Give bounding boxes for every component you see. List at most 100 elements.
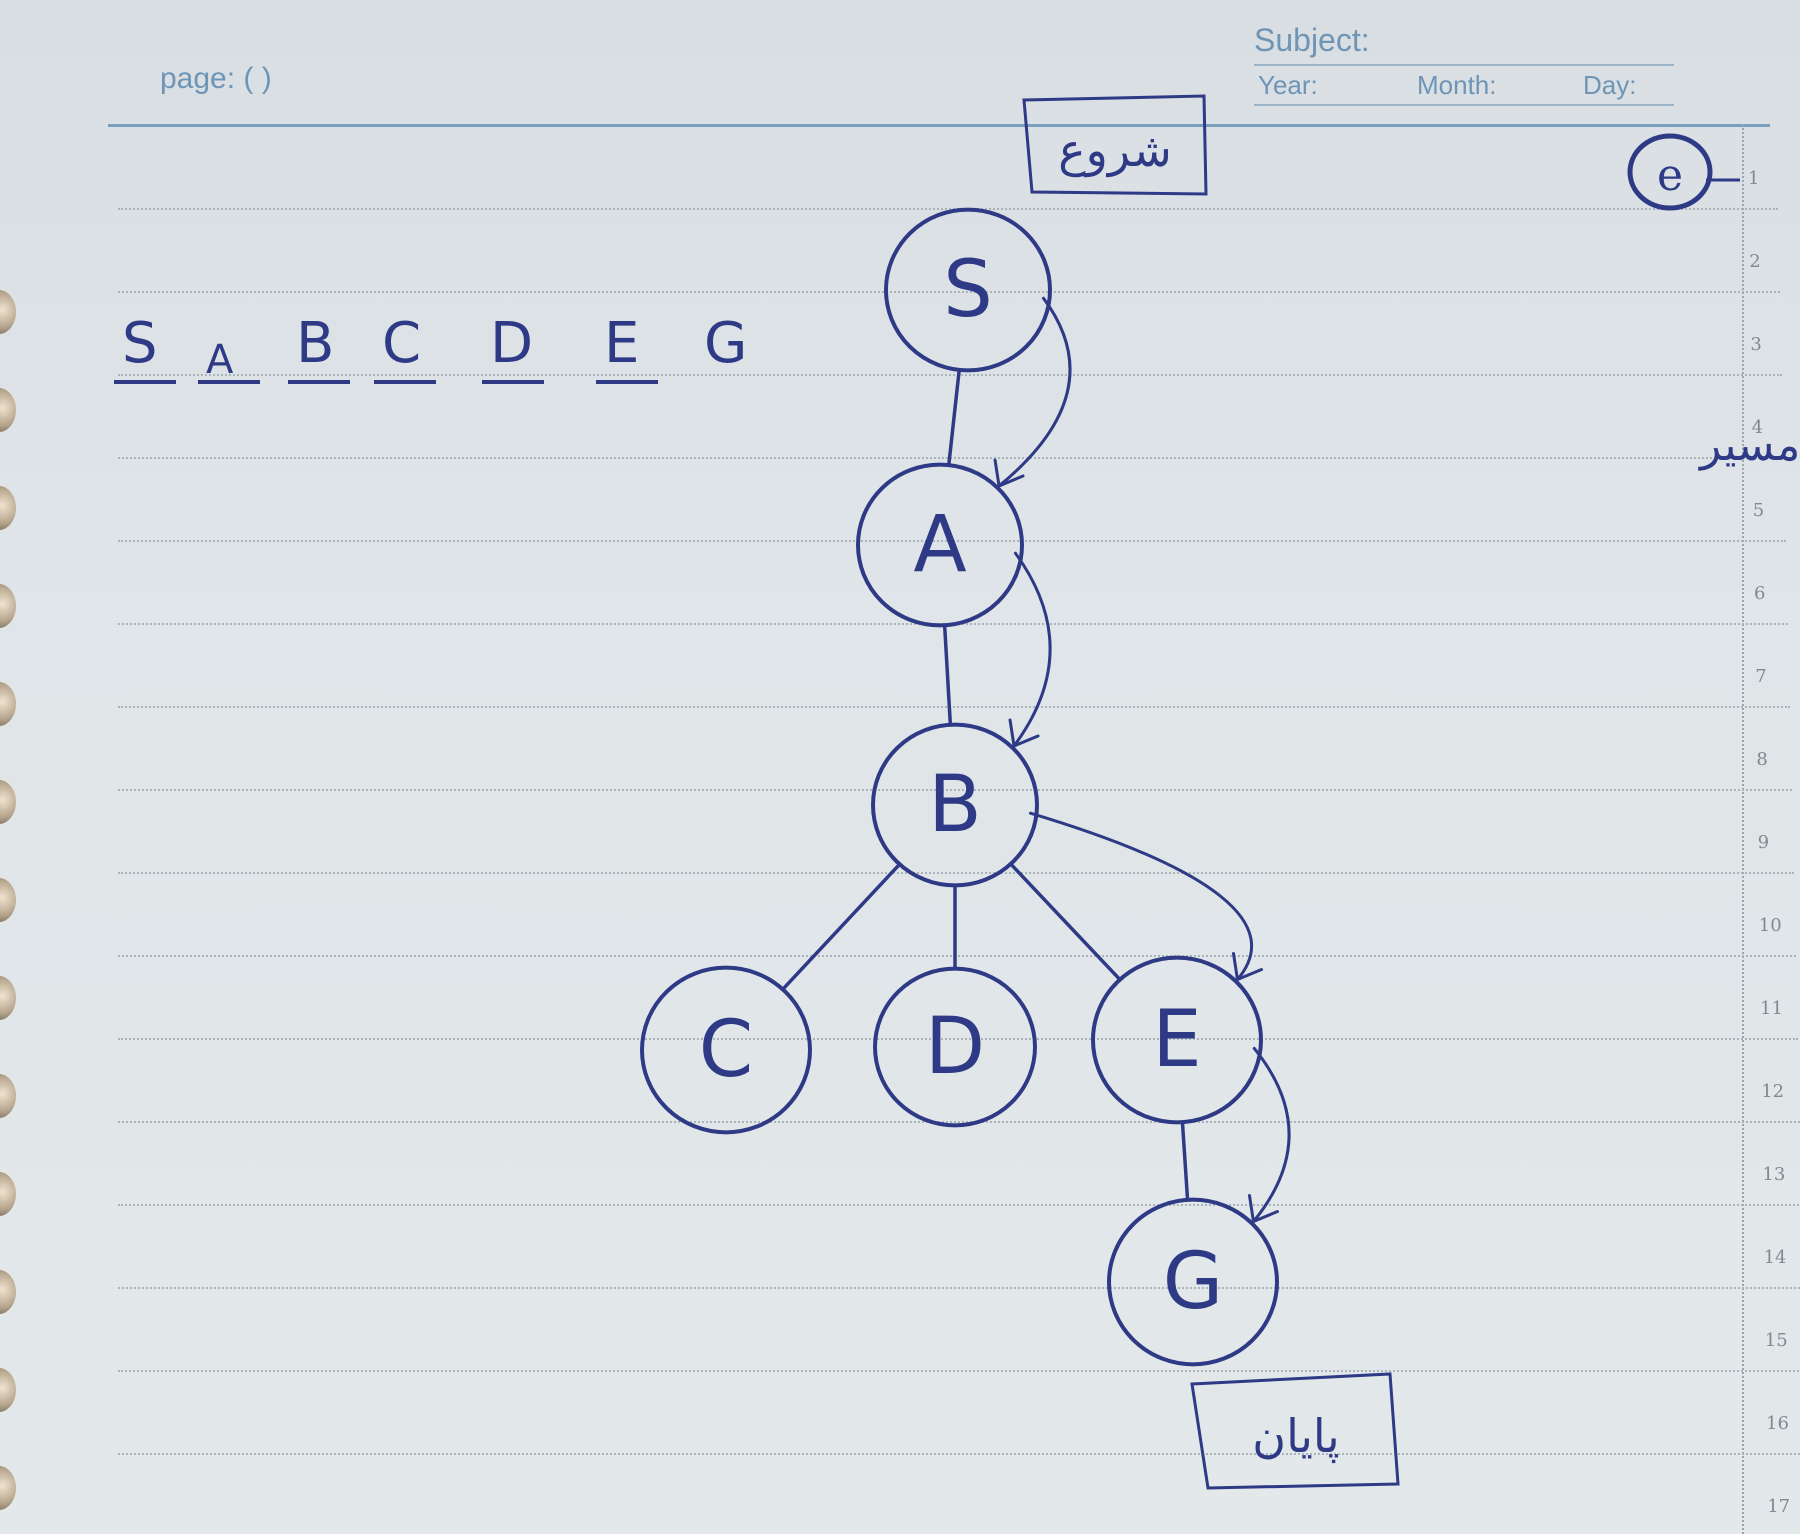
spiral-ring — [0, 976, 16, 1020]
ruled-line — [118, 374, 1782, 376]
line-number: 2 — [1749, 251, 1761, 272]
sequence-underline — [288, 380, 350, 384]
sequence-letter: E — [604, 311, 640, 376]
ruled-line — [118, 1370, 1800, 1372]
page-label: page: ( ) — [160, 62, 272, 95]
tree-edge — [942, 625, 953, 725]
ruled-line — [118, 1453, 1800, 1455]
spiral-ring — [0, 682, 16, 726]
sequence-letter: C — [382, 311, 422, 376]
ruled-line — [118, 208, 1778, 210]
ruled-line — [118, 291, 1780, 293]
tree-node-g: G — [1107, 1197, 1279, 1367]
tree-node-d: D — [873, 966, 1037, 1128]
ruled-line — [118, 706, 1790, 708]
node-label: A — [913, 500, 966, 590]
year-label: Year: — [1258, 70, 1318, 100]
ruled-line — [118, 540, 1786, 542]
line-number: 17 — [1767, 1496, 1791, 1517]
end-box: پایان — [1190, 1372, 1400, 1490]
spiral-ring — [0, 1466, 16, 1510]
line-number: 11 — [1760, 998, 1783, 1019]
sequence-underline — [114, 380, 176, 384]
month-label: Month: — [1417, 70, 1497, 100]
node-circle — [871, 722, 1039, 888]
line-number: 6 — [1754, 583, 1766, 604]
path-count-note: تعداد مسیر: یک مسیر — [1698, 420, 1800, 471]
tree-node-c: C — [640, 965, 812, 1135]
tree-node-a: A — [856, 462, 1024, 628]
path-count-text: تعداد مسیر: یک مسیر — [1698, 420, 1800, 471]
subject-label: Subject: — [1254, 22, 1370, 58]
tree-nodes: S A B C D E G — [640, 207, 1279, 1367]
traversal-arrow — [997, 296, 1072, 488]
line-number: 12 — [1761, 1081, 1785, 1102]
start-box: شروع — [1022, 94, 1208, 196]
spiral-ring — [0, 388, 16, 432]
line-number: 16 — [1766, 1413, 1789, 1434]
node-label: B — [928, 760, 982, 850]
tree-edge — [781, 863, 901, 991]
sequence-underline — [374, 380, 436, 384]
ruled-line — [118, 872, 1794, 874]
tree-node-b: B — [871, 722, 1039, 888]
line-number: 15 — [1764, 1330, 1788, 1351]
tree-edges — [781, 369, 1190, 1200]
node-label: S — [943, 245, 993, 335]
ruled-line — [118, 955, 1796, 957]
line-number: 7 — [1755, 666, 1767, 687]
tree-edge — [1180, 1122, 1190, 1200]
line-number: 14 — [1763, 1247, 1787, 1268]
spiral-ring — [0, 486, 16, 530]
line-number: 3 — [1750, 334, 1762, 355]
spiral-ring — [0, 1270, 16, 1314]
spiral-ring — [0, 878, 16, 922]
tree-node-e: E — [1091, 955, 1263, 1125]
sequence-letter: G — [704, 311, 748, 376]
end-label: پایان — [1252, 1409, 1339, 1464]
spiral-ring — [0, 1074, 16, 1118]
traversal-arrowhead — [1231, 952, 1263, 982]
tree-edge — [1009, 862, 1122, 981]
traversal-arrow — [1012, 551, 1052, 748]
node-circle — [1107, 1197, 1279, 1367]
node-circle — [873, 966, 1037, 1128]
line-number: 8 — [1756, 749, 1768, 770]
line-number: 5 — [1752, 500, 1765, 521]
subject-line — [1254, 64, 1674, 66]
ruled-line — [118, 1121, 1800, 1123]
node-label: E — [1152, 995, 1201, 1085]
traversal-arrowhead — [1247, 1194, 1279, 1224]
node-label: C — [699, 1005, 753, 1095]
node-label: D — [925, 1002, 985, 1092]
spiral-ring — [0, 290, 16, 334]
sequence-letter: B — [296, 311, 335, 376]
corner-mark: e — [1627, 133, 1740, 211]
node-label: G — [1163, 1237, 1223, 1327]
node-circle — [640, 965, 812, 1135]
line-number: 13 — [1762, 1164, 1786, 1185]
sequence-letter: D — [490, 311, 534, 376]
spiral-ring — [0, 584, 16, 628]
spiral-ring — [0, 780, 16, 824]
header-rule — [108, 124, 1770, 127]
traversal-arrow — [1028, 811, 1254, 982]
ruled-line — [118, 1287, 1800, 1289]
ruled-line — [118, 1204, 1800, 1206]
traversal-arrowhead — [993, 458, 1025, 488]
node-circle — [1091, 955, 1263, 1125]
spiral-ring — [0, 1368, 16, 1412]
line-number: 10 — [1758, 915, 1782, 936]
line-number: 4 — [1751, 417, 1764, 438]
ruled-line — [118, 1038, 1798, 1040]
sequence-underline — [198, 380, 260, 384]
tree-node-s: S — [884, 207, 1052, 373]
sequence-letter: A — [206, 337, 234, 383]
traversal-arrowhead — [1008, 718, 1040, 748]
start-label: شروع — [1058, 123, 1172, 178]
corner-mark-text: e — [1657, 150, 1683, 201]
margin-rule — [1742, 124, 1744, 1534]
line-number: 1 — [1748, 168, 1760, 189]
